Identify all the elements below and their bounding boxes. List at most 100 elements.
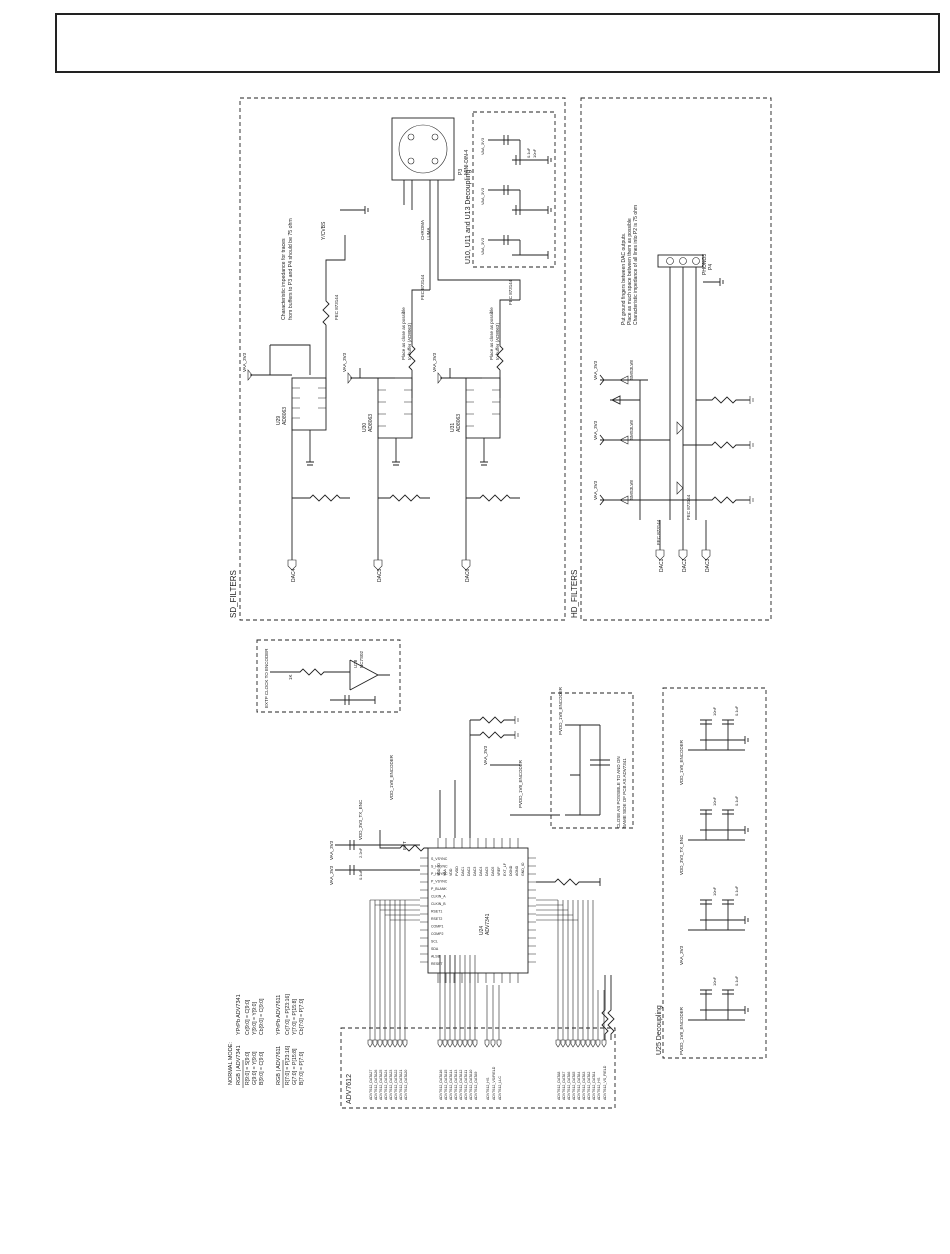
adv7612-net-label: ADV7612_DATA2	[587, 1072, 591, 1100]
bus-port	[585, 1039, 591, 1048]
place-note-2a: Place as close as possible	[489, 307, 494, 360]
u25-rail-label: VAA_3V3	[679, 945, 684, 965]
bus-port	[595, 1039, 601, 1048]
bus-horizontal	[370, 899, 420, 921]
bus-port	[372, 1039, 378, 1048]
enc-rail-4: VDD_1V8_ENCODER	[389, 754, 394, 800]
u25-cap-pair	[688, 989, 749, 1021]
mini-din-wires	[403, 180, 521, 300]
mode-table1-header-b: YPrPb ADV7341	[236, 994, 242, 1035]
encoder-pin-stubs	[420, 838, 536, 983]
ferrite-label-3: FEC 873144	[508, 279, 513, 305]
dac4-label: DAC4	[291, 568, 297, 582]
encoder-left-pin: RESET	[431, 962, 444, 966]
pvdd-rail: PVDD_1V8_ENCODER	[558, 686, 563, 735]
dac5-label: DAC5	[377, 568, 383, 582]
mini-din-part: MINI-DIN-4	[464, 150, 470, 175]
mode-table1-row-b: Cr[9:0] = C[9:0]	[245, 999, 251, 1035]
clock-ref: U28	[353, 659, 358, 668]
buffer-u31	[465, 377, 501, 439]
clock-title: EXTP CLOCK TO ENCODER	[264, 648, 269, 708]
adv7612-net-label: ADV7612_DATA7	[562, 1072, 566, 1100]
dec-cap-b: 10nF	[532, 148, 537, 158]
enc-cap-b: 2.2nF	[358, 847, 363, 858]
u25-rail-label: PVDD_1V8_ENCODER	[679, 1006, 684, 1055]
adv7612-net-label: ADV7612_DATA24	[384, 1070, 388, 1100]
bus-port	[570, 1039, 576, 1048]
svg-text:NORMAL MODE:: NORMAL MODE:	[228, 1042, 234, 1085]
encoder-left-pin: SCL	[431, 940, 438, 944]
u25-cap-pair	[688, 809, 749, 841]
adv7612-net-label: ADV7612_HS	[486, 1077, 490, 1100]
encoder-top-pin: EXT_LF	[503, 863, 507, 876]
u25-title: U25 Decoupling	[656, 1005, 663, 1055]
ferrite-label-2: FEC 873144	[420, 274, 425, 300]
mode-table2-row-a: G[7:0] = P[15:8]	[292, 1048, 298, 1085]
u30-ref: U30	[362, 423, 368, 432]
dac2-label: DAC2	[682, 558, 688, 572]
bus-port	[467, 1039, 473, 1048]
bus-port	[560, 1039, 566, 1048]
phono-part: PHONO3	[702, 254, 708, 275]
adv7612-net-label: ADV7612_DATA21	[399, 1070, 403, 1100]
u25-cap-label: 0.1uF	[734, 795, 739, 806]
hd-ferrite-1: FEC 873144	[656, 519, 661, 545]
bus-port	[484, 1039, 490, 1048]
mode-table2-row-a: R[7:0] = P[23:16]	[285, 1045, 291, 1085]
encoder-left-pin: RSET1	[431, 910, 442, 914]
encoder-top-pin: PVDD	[455, 866, 459, 876]
mini-din-connector	[391, 117, 455, 181]
hd-rail-2: VAA_3V3	[593, 420, 598, 440]
adv7612-net-label: ADV7612_DATA3	[582, 1072, 586, 1100]
encoder-power-nets	[335, 716, 560, 875]
bus-port	[462, 1039, 468, 1048]
encoder-top-pin: GND_IO	[521, 862, 525, 876]
ground-p3	[340, 206, 369, 214]
encoder-left-pin: P_VSYNC	[431, 880, 448, 884]
encoder-left-pin: RSET2	[431, 917, 442, 921]
encoder-top-pin: DAC4	[479, 867, 483, 876]
enc-ext: EXT	[402, 841, 407, 850]
encoder-top-pin: DAC1	[461, 867, 465, 876]
enc-rail-6: PVDD_1V8_ENCODER	[518, 759, 523, 808]
decoupling-frame	[472, 111, 556, 268]
luma-label: LUMA	[426, 227, 431, 240]
mode-table2-row-b: Cr[7:0] = P[23:16]	[285, 994, 291, 1035]
hd-rail-1: VAA_3V3	[593, 360, 598, 380]
pvdd-note-2: SAME SIDE OF PCB AS ADV7341	[622, 758, 627, 828]
dec-rail-3: VAA_3V3	[480, 237, 485, 255]
u29-part: AD8063	[282, 407, 288, 425]
sd-section-label: SD_FILTERS	[229, 570, 238, 618]
buffer-u30	[377, 377, 413, 439]
bus-port	[437, 1039, 443, 1048]
mode-table2-row-b: Cb[7:0] = P[7:0]	[299, 998, 305, 1035]
u25-frame	[662, 687, 767, 1059]
adv7612-net-label: ADV7612_DATA9	[474, 1072, 478, 1100]
encoder-top-pin: DAC6	[491, 867, 495, 876]
hd-input-wires	[659, 520, 707, 550]
pvdd-frame	[550, 692, 634, 829]
decoupling-caps	[488, 135, 552, 259]
enc-rail-2: VAA_3V3	[329, 865, 334, 885]
dec-rail-1: VAA_3V3	[480, 137, 485, 155]
sd-out-label: Y/CVBS	[321, 221, 327, 240]
phono-wires	[669, 267, 724, 520]
sd-impedance-note: Characteristic impedance for traces from…	[281, 218, 294, 320]
hd-ferrite-2: FEC 873144	[686, 494, 691, 520]
u25-rail-label: VDD_1V8_ENCODER	[679, 739, 684, 785]
bus-horizontal	[536, 899, 578, 921]
u30-part: AD8063	[368, 414, 374, 432]
clock-circuit	[270, 659, 390, 705]
mode-tables: NORMAL MODE: RGB | ADV7341 YPrPb ADV7341R…	[228, 994, 305, 1088]
mode-table2-header-b: YPrPb ADV7611	[276, 995, 282, 1035]
u25-cap-label: 10nF	[712, 976, 717, 986]
sd-input-network	[287, 418, 520, 571]
u31-ref: U31	[450, 423, 456, 432]
bus-port	[565, 1039, 571, 1048]
encoder-top-pin: VAA	[443, 869, 447, 876]
encoder-top-pin: VDD	[449, 868, 453, 876]
adv7612-net-label: ADV7612_DATA22	[394, 1070, 398, 1100]
mode-table1-header-a: RGB | ADV7341	[236, 1045, 242, 1085]
